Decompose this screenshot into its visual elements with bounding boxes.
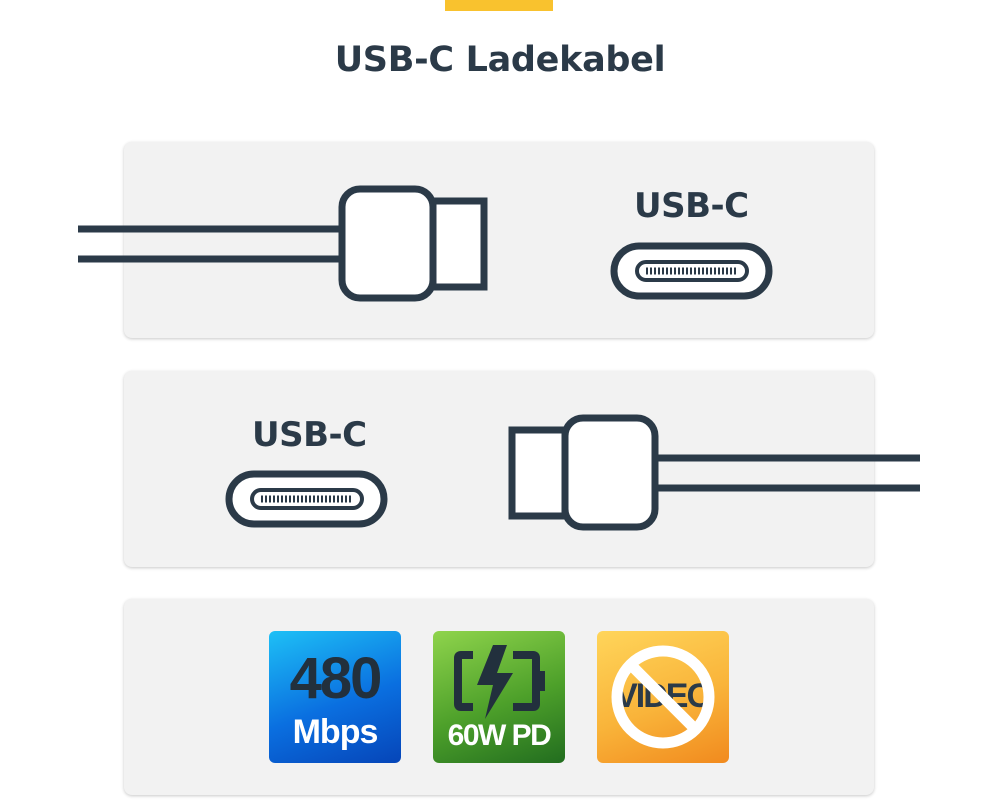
features-panel: 480 Mbps 60W PD VIDEO [124,599,874,795]
port-label: USB-C [634,186,749,226]
speed-value: 480 [289,646,383,711]
power-label: 60W PD [447,719,552,752]
battery-lightning-icon [454,645,545,719]
speed-unit: Mbps [292,713,379,751]
usb-c-plug-icon [78,185,773,302]
page-title: USB-C Ladekabel [334,40,666,80]
connector-panel-1: USB-C [78,142,874,338]
usb-c-plug-icon [225,414,920,531]
power-badge: 60W PD [433,631,565,763]
connector-panel-2: USB-C [124,371,920,567]
video-badge: VIDEO [597,631,729,763]
port-label: USB-C [252,415,367,455]
speed-badge: 480 Mbps [269,631,401,763]
top-accent-bar [445,0,553,11]
prohibited-icon [611,645,715,749]
